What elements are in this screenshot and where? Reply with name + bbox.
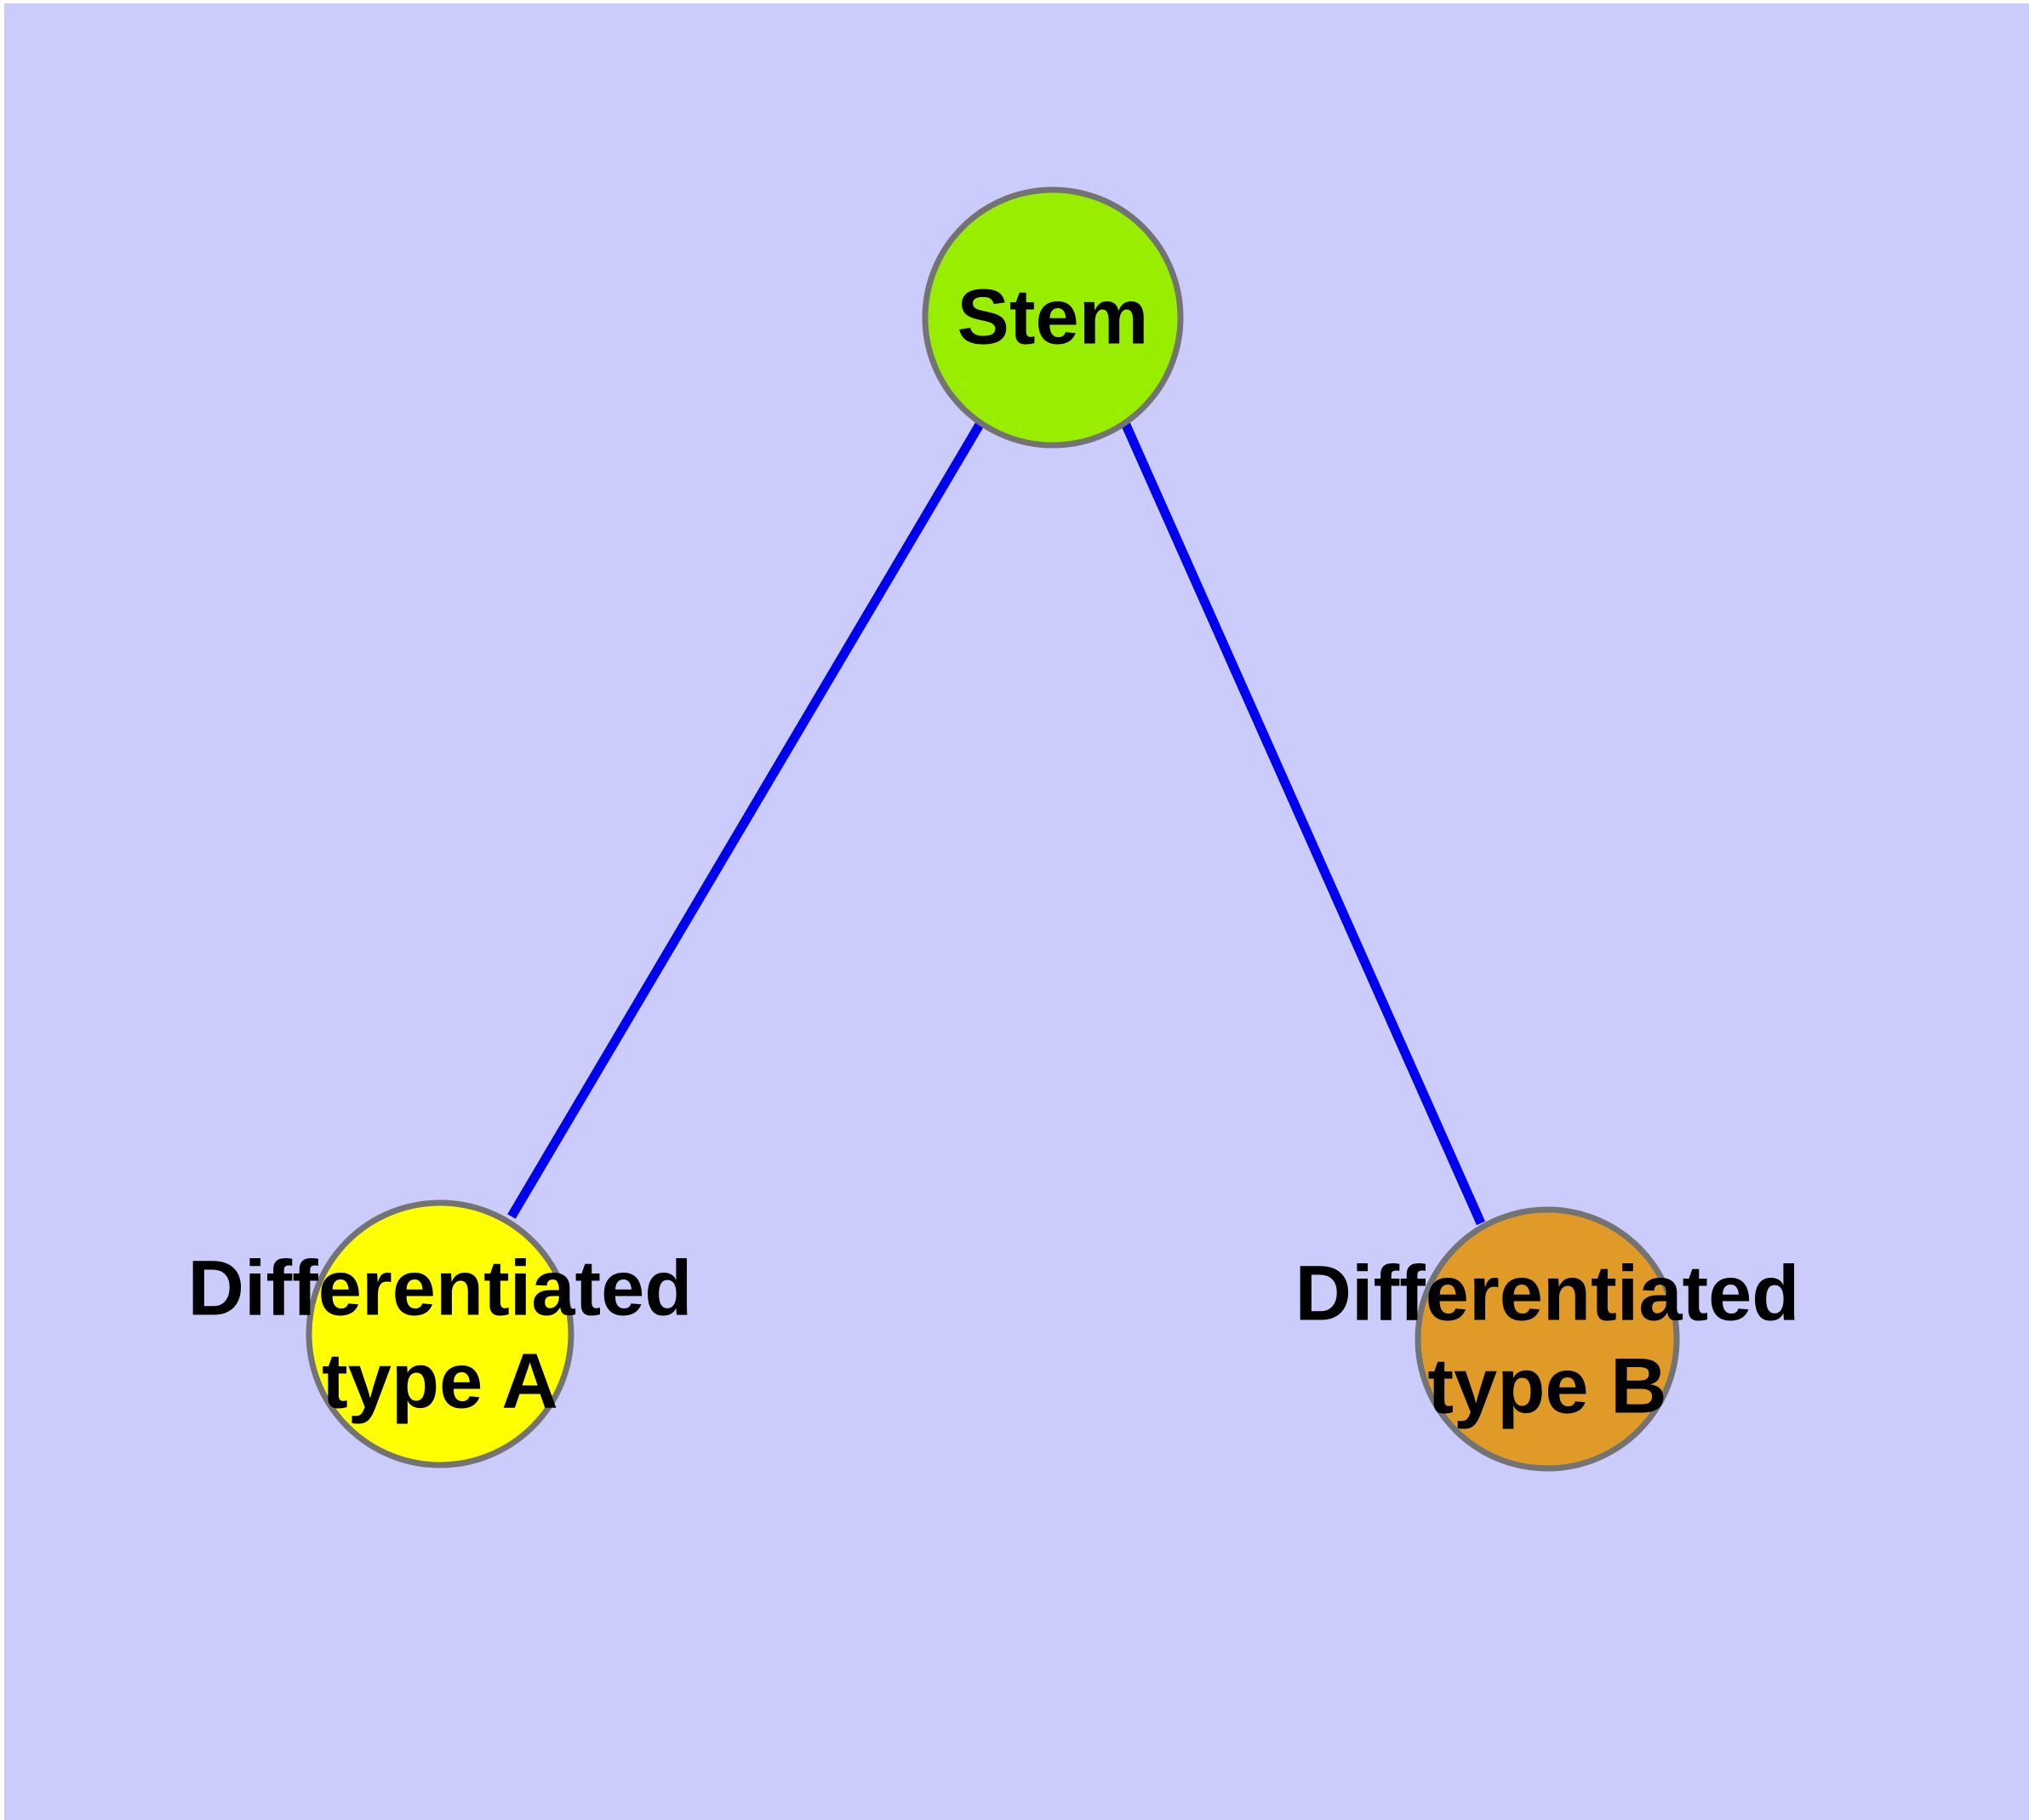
node-differentiated-type-b[interactable] — [1415, 1206, 1680, 1472]
node-circle-differentiated-type-a[interactable] — [306, 1199, 574, 1468]
labels-layer: Stem Differentiated type A Differentiate… — [188, 273, 1800, 1429]
node-label-differentiated-type-a-line2: type A — [322, 1337, 558, 1424]
node-label-stem: Stem — [957, 273, 1149, 360]
edge-stem-to-differentiated-type-b[interactable] — [1120, 421, 1486, 1226]
node-label-differentiated-type-a-line1: Differentiated — [188, 1245, 693, 1331]
node-label-differentiated-type-b-line1: Differentiated — [1295, 1250, 1800, 1336]
node-label-differentiated-type-b-line2: type B — [1427, 1342, 1666, 1429]
edges-layer — [507, 421, 1486, 1226]
node-circle-stem[interactable] — [922, 186, 1184, 449]
node-circle-differentiated-type-b[interactable] — [1415, 1206, 1680, 1472]
edge-stem-to-differentiated-type-a[interactable] — [507, 421, 985, 1219]
node-stem[interactable] — [922, 186, 1184, 449]
node-differentiated-type-a[interactable] — [306, 1199, 574, 1468]
nodes-layer — [306, 186, 1680, 1472]
